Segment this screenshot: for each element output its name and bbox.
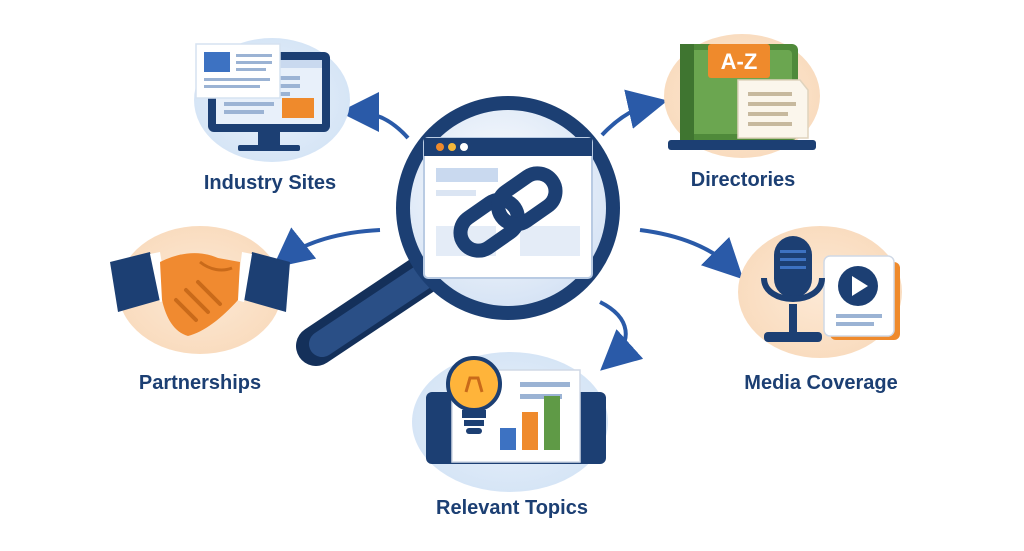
directory-book-icon: A-Z [668,44,816,150]
lightbulb-chart-icon [426,356,606,464]
arrow-to-media-coverage [639,228,744,280]
label-media-coverage: Media Coverage [744,372,898,394]
directory-badge: A-Z [721,49,758,74]
node-directories: A-Z [664,34,820,158]
label-partnerships: Partnerships [138,372,262,394]
handshake-icon [110,252,290,336]
node-partnerships [110,226,290,354]
chain-link-icon [453,166,563,258]
label-directories: Directories [690,169,796,191]
label-relevant-topics: Relevant Topics [436,497,588,519]
node-media-coverage [738,226,902,358]
arrow-to-relevant-topics [599,300,644,371]
microphone-video-icon [761,236,900,342]
arrow-to-industry-sites [339,92,410,140]
connector-arrows [272,89,744,371]
label-industry-sites: Industry Sites [203,172,337,194]
node-relevant-topics [412,352,608,492]
arrow-to-partnerships [272,227,381,268]
magnifier-link-icon [296,96,620,366]
node-industry-sites [194,38,350,162]
arrow-to-directories [600,89,668,137]
